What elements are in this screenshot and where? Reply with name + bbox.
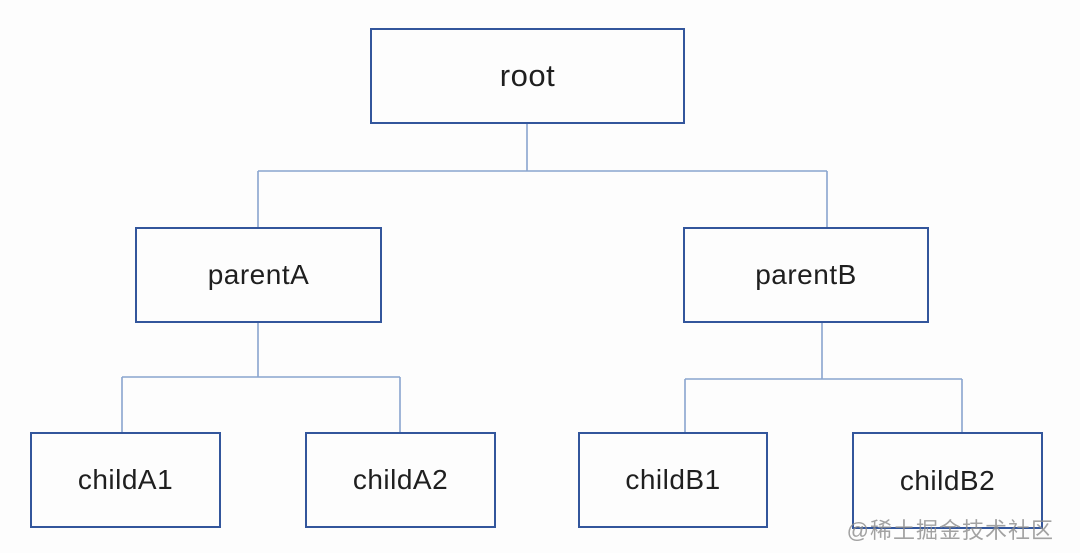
node-parentB: parentB [683, 227, 929, 323]
node-parentA-label: parentA [207, 259, 310, 290]
node-childB1: childB1 [578, 432, 768, 528]
connector-parentA-to-children [121, 323, 401, 432]
node-root-label: root [499, 58, 556, 93]
node-childB2: childB2 [852, 432, 1043, 529]
node-childB2-label: childB2 [899, 464, 996, 496]
node-childA2: childA2 [305, 432, 496, 528]
node-parentA: parentA [135, 227, 382, 323]
node-childA1: childA1 [30, 432, 221, 528]
connector-root-to-parents [257, 124, 828, 227]
node-parentB-label: parentB [755, 259, 857, 290]
node-childA1-label: childA1 [77, 464, 174, 495]
connector-parentB-to-children [684, 323, 963, 432]
node-childA2-label: childA2 [352, 464, 449, 495]
node-childB1-label: childB1 [625, 464, 721, 495]
watermark-text: @稀土掘金技术社区 [846, 518, 1054, 543]
node-root: root [370, 28, 685, 124]
